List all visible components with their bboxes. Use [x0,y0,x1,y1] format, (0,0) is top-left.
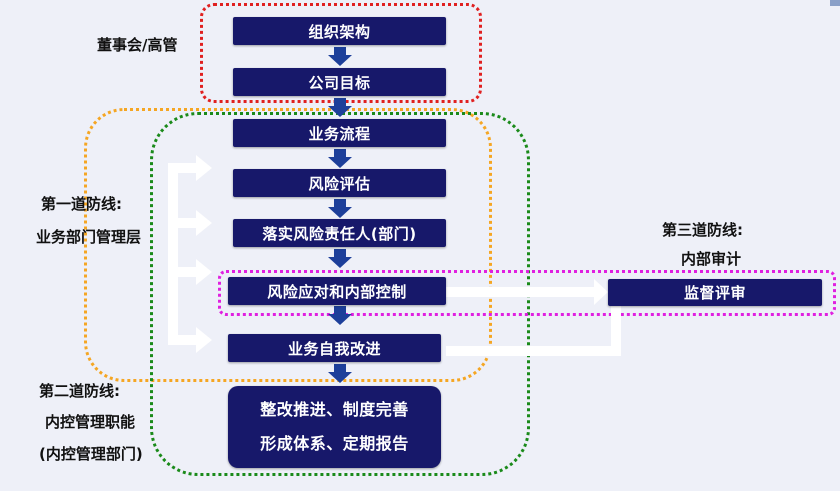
audit-review-label: 监督评审 [683,284,746,302]
corner-decoration [830,0,840,6]
flow-step-label-line1: 整改推进、制度完善 [260,400,409,419]
flow-step-risk-owner: 落实风险责任人(部门) [233,219,446,247]
board-label: 董事会/高管 [97,36,178,54]
second-line-subtitle2: (内控管理部门) [39,445,143,463]
flow-step-label: 风险评估 [308,174,371,193]
flow-step-company-goals: 公司目标 [233,68,446,96]
second-line-subtitle: 内控管理职能 [45,413,136,431]
flow-step-label: 业务流程 [308,124,371,143]
flow-step-risk-assessment: 风险评估 [233,169,446,197]
flow-step-rectification: 整改推进、制度完善 形成体系、定期报告 [228,386,441,468]
third-line-subtitle: 内部审计 [681,250,742,268]
third-line-title: 第三道防线: [662,221,743,239]
first-line-title: 第一道防线: [41,195,122,213]
flow-step-risk-response: 风险应对和内部控制 [228,277,446,305]
flow-step-self-improvement: 业务自我改进 [228,334,441,362]
flow-step-label: 风险应对和内部控制 [267,282,407,301]
flow-step-label: 公司目标 [308,73,371,92]
flow-step-org-structure: 组织架构 [233,17,446,45]
audit-review-box: 监督评审 [608,279,822,306]
second-line-title: 第二道防线: [39,382,120,400]
flow-step-label: 业务自我改进 [287,339,381,358]
flow-step-label-line2: 形成体系、定期报告 [260,434,409,453]
flow-step-label: 落实风险责任人(部门) [262,224,417,243]
first-line-subtitle: 业务部门管理层 [36,228,142,246]
control-highlight-frame [218,270,836,316]
flow-step-business-process: 业务流程 [233,119,446,147]
flow-step-label: 组织架构 [308,22,371,41]
first-line-frame [84,108,492,382]
